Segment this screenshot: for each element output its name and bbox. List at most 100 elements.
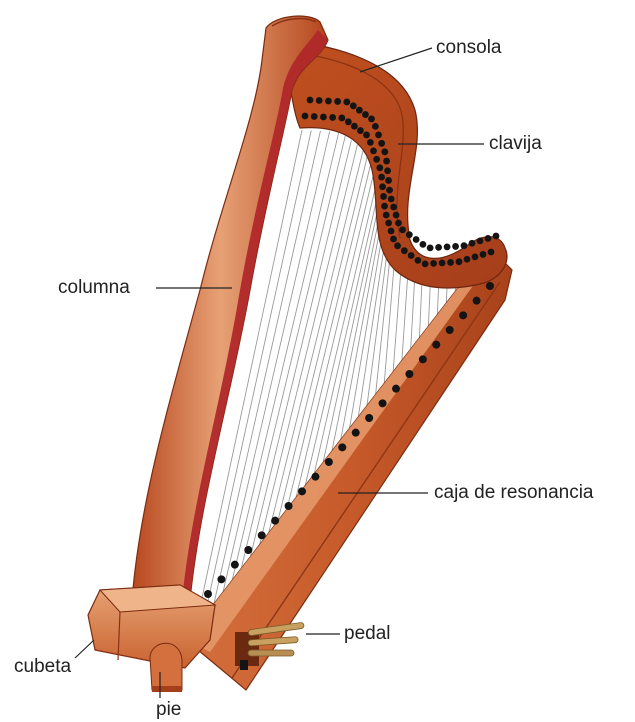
peg — [383, 212, 390, 219]
peg — [368, 116, 375, 123]
peg — [356, 107, 363, 114]
peg — [480, 251, 487, 258]
peg — [384, 167, 391, 174]
peg — [388, 196, 395, 203]
peg — [447, 259, 454, 266]
label-cubeta: cubeta — [14, 657, 71, 676]
peg — [376, 164, 383, 171]
leader-cubeta — [75, 640, 94, 658]
peg — [363, 132, 370, 139]
peg — [350, 102, 357, 109]
peg — [375, 131, 382, 138]
soundbox-peg — [365, 414, 373, 422]
soundbox-peg — [392, 385, 400, 393]
peg — [311, 113, 318, 120]
label-consola: consola — [436, 38, 502, 57]
peg — [444, 244, 451, 251]
peg — [469, 240, 476, 247]
label-caja-de-resonancia: caja de resonancia — [434, 483, 594, 502]
peg — [488, 249, 495, 256]
peg — [413, 236, 420, 243]
soundbox-peg — [298, 487, 306, 495]
peg — [386, 187, 393, 194]
label-pie: pie — [156, 700, 181, 719]
peg — [472, 253, 479, 260]
peg — [367, 139, 374, 146]
soundbox-peg — [352, 429, 360, 437]
soundbox-peg — [432, 341, 440, 349]
peg — [383, 158, 390, 165]
soundbox-peg — [473, 297, 481, 305]
soundbox-peg — [486, 282, 494, 290]
soundbox-peg — [231, 561, 239, 569]
peg — [464, 256, 471, 263]
peg — [477, 237, 484, 244]
peg — [406, 231, 413, 238]
peg — [320, 114, 327, 121]
peg — [378, 140, 385, 147]
peg — [378, 174, 385, 181]
peg — [493, 233, 500, 240]
peg — [373, 156, 380, 163]
soundbox-peg — [204, 590, 212, 598]
label-clavija: clavija — [489, 134, 542, 153]
peg — [401, 247, 408, 254]
peg — [357, 127, 364, 134]
peg — [307, 97, 314, 104]
label-columna: columna — [58, 278, 130, 297]
soundbox-peg — [258, 531, 266, 539]
peg — [325, 98, 332, 105]
peg — [351, 123, 358, 130]
peg — [395, 220, 402, 227]
base-cubeta — [88, 585, 215, 692]
peg — [381, 203, 388, 210]
peg — [390, 236, 397, 243]
peg — [302, 113, 309, 120]
peg — [381, 148, 388, 155]
peg — [362, 111, 369, 118]
peg — [456, 258, 463, 265]
peg — [420, 241, 427, 248]
label-pedal: pedal — [344, 624, 391, 643]
soundbox-peg — [405, 370, 413, 378]
peg — [485, 235, 492, 242]
peg — [388, 228, 395, 235]
peg — [338, 115, 345, 122]
peg — [343, 99, 350, 106]
peg — [422, 260, 429, 267]
peg — [316, 97, 323, 104]
soundbox-peg — [311, 473, 319, 481]
peg — [399, 226, 406, 233]
soundbox-peg — [285, 502, 293, 510]
soundbox-peg — [271, 517, 279, 525]
soundbox-peg — [244, 546, 252, 554]
peg — [452, 243, 459, 250]
peg — [427, 244, 434, 251]
peg — [394, 242, 401, 249]
soundbox-peg — [217, 575, 225, 583]
peg — [439, 260, 446, 267]
peg — [393, 212, 400, 219]
peg — [415, 257, 422, 264]
peg — [370, 147, 377, 154]
peg — [385, 177, 392, 184]
peg — [345, 118, 352, 125]
peg — [385, 220, 392, 227]
soundbox-peg — [325, 458, 333, 466]
peg — [435, 244, 442, 251]
peg — [379, 183, 386, 190]
peg — [372, 123, 379, 130]
soundbox-peg — [446, 326, 454, 334]
peg — [390, 204, 397, 211]
peg — [408, 252, 415, 259]
soundbox-peg — [379, 399, 387, 407]
peg — [380, 193, 387, 200]
soundbox-peg — [338, 443, 346, 451]
peg — [334, 98, 341, 105]
soundbox-peg — [419, 355, 427, 363]
soundbox-peg — [459, 311, 467, 319]
leader-consola — [360, 48, 432, 72]
peg — [461, 242, 468, 249]
